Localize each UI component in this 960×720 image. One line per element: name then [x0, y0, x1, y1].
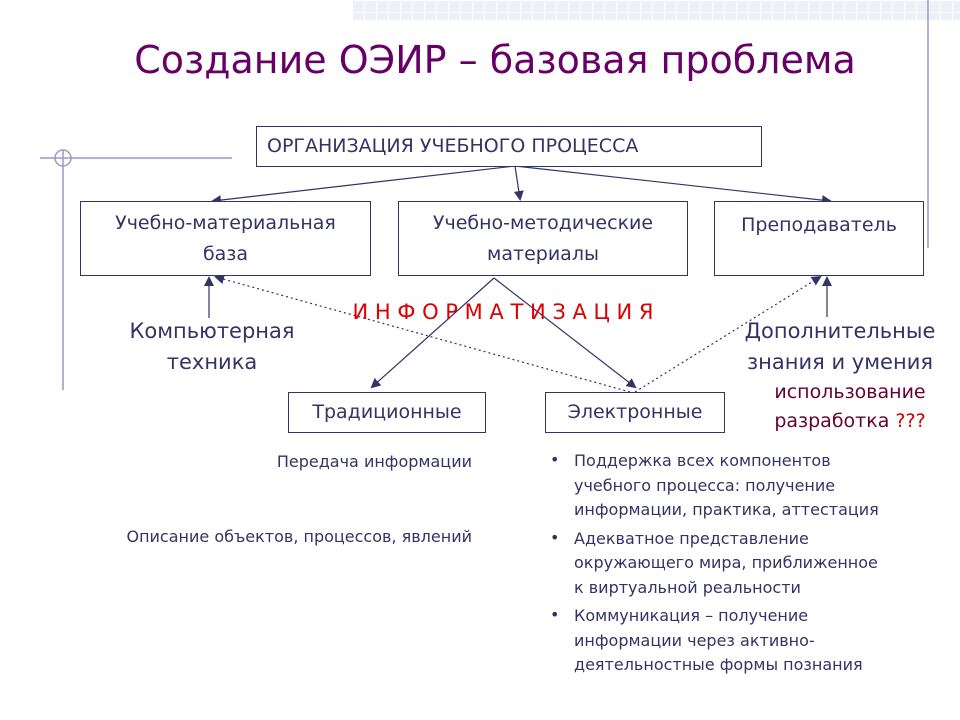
electronic-bullet-list: • Поддержка всех компонентов учебного пр… [548, 449, 948, 682]
development-text: разработка [774, 410, 890, 432]
computer-technology-label: Компьютерная техника [82, 316, 342, 378]
box-methodical-line2: материалы [487, 242, 599, 265]
split-arrows [370, 277, 637, 389]
box-material-base: Учебно-материальная база [80, 201, 371, 276]
box-traditional-label: Традиционные [312, 401, 462, 423]
bullet-icon: • [550, 450, 560, 469]
box-material-base-line1: Учебно-материальная [115, 211, 336, 234]
additional-knowledge-line1: Дополнительные [744, 319, 936, 343]
bullet-icon: • [550, 605, 560, 624]
usage-label: использование [774, 381, 926, 403]
usage-development-label: использование разработка ??? [735, 378, 960, 436]
bullet-item: • Адекватное представление окружающего м… [550, 527, 878, 597]
computer-technology-line1: Компьютерная [129, 319, 295, 343]
box-teacher-label: Преподаватель [741, 214, 897, 236]
informatization-label: И Н Ф О Р М А Т И З А Ц И Я [352, 300, 654, 324]
bullet-item: • Поддержка всех компонентов учебного пр… [550, 450, 879, 519]
decorative-slide-lines [40, 0, 929, 390]
page-title: Создание ОЭИР – базовая проблема [134, 38, 856, 82]
dotted-relations [214, 274, 822, 393]
top-box-organization: ОРГАНИЗАЦИЯ УЧЕБНОГО ПРОЦЕССА [256, 126, 762, 167]
top-box-label: ОРГАНИЗАЦИЯ УЧЕБНОГО ПРОЦЕССА [267, 135, 639, 157]
up-arrows [204, 276, 832, 318]
box-methodical-materials: Учебно-методические материалы [398, 201, 688, 276]
top-box-arrows [211, 165, 832, 206]
traditional-note-description: Описание объектов, процессов, явлений [126, 527, 472, 546]
box-methodical-line1: Учебно-методические [432, 211, 654, 234]
additional-knowledge-label: Дополнительные знания и умения [720, 316, 960, 378]
additional-knowledge-line2: знания и умения [747, 350, 933, 374]
bullet-icon: • [550, 527, 560, 547]
development-label: разработка ??? [735, 407, 960, 436]
decorative-grid-pattern [352, 0, 960, 20]
traditional-note-transfer: Передача информации [276, 452, 472, 471]
box-traditional: Традиционные [288, 392, 486, 433]
bullet-item: • Коммуникация – получение информации че… [550, 605, 863, 674]
computer-technology-line2: техника [166, 350, 258, 374]
development-question-marks: ??? [895, 410, 926, 432]
box-electronic-label: Электронные [567, 401, 703, 423]
box-teacher: Преподаватель [714, 201, 924, 276]
box-electronic: Электронные [545, 392, 725, 433]
box-material-base-line2: база [202, 242, 249, 265]
